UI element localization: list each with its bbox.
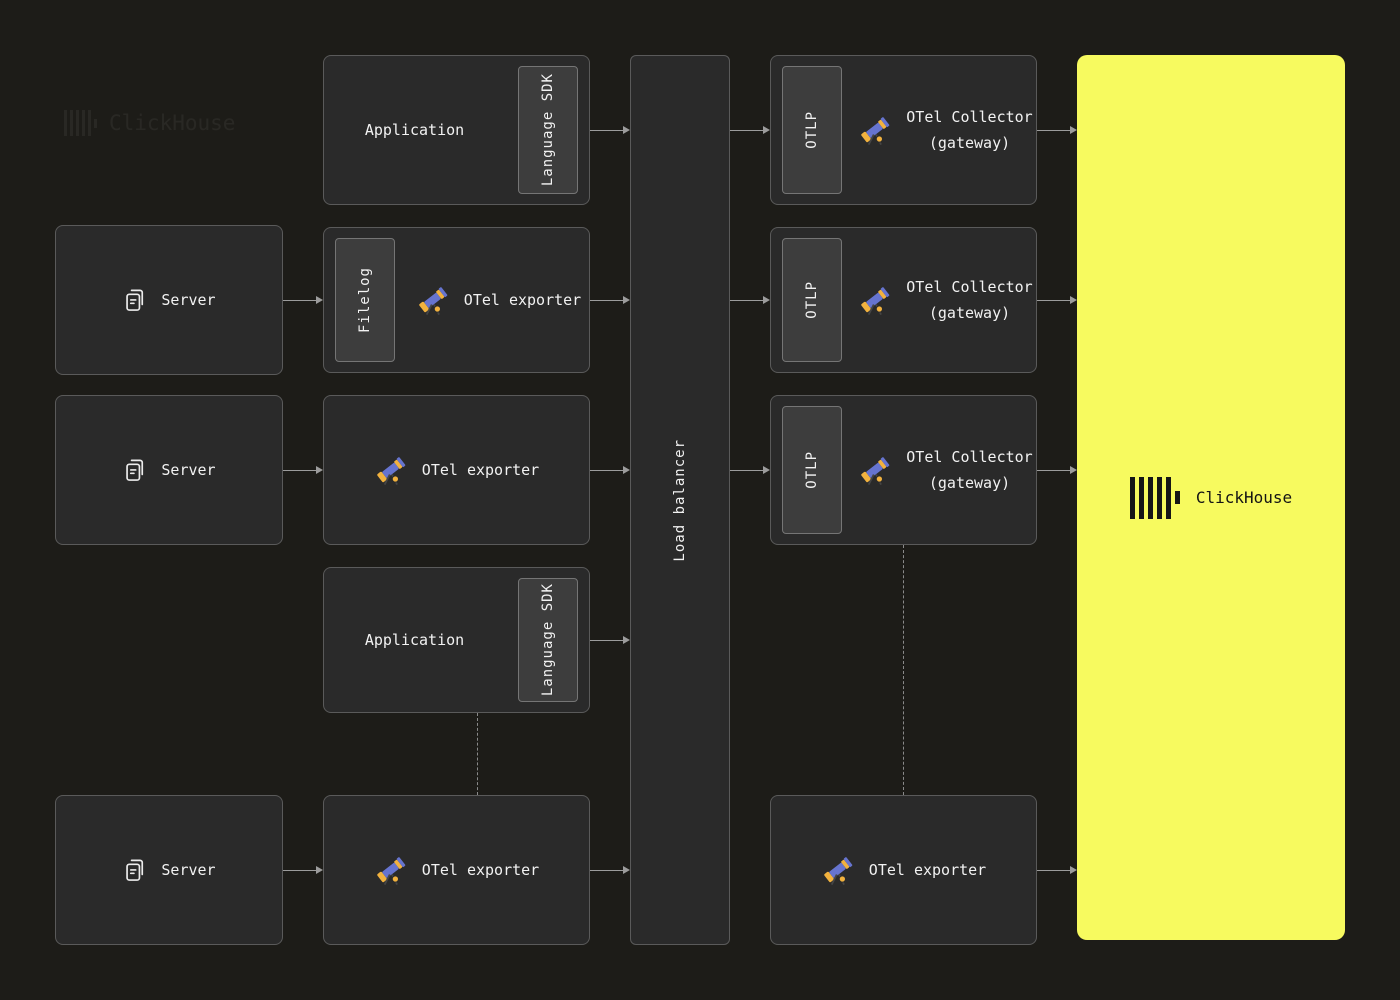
node-label: OTel Collector (gateway) <box>906 448 1033 492</box>
documents-icon <box>126 459 144 481</box>
node-otel-exporter-mid: OTel exporter <box>323 395 590 545</box>
language-sdk-badge: Language SDK <box>518 66 578 194</box>
badge-label: Language SDK <box>540 73 556 187</box>
language-sdk-badge: Language SDK <box>518 578 578 702</box>
telescope-icon <box>822 855 854 886</box>
node-label: Application <box>364 121 465 139</box>
arrow-lb-to-collector3 <box>730 466 770 474</box>
dashed-appbottom-to-exporter <box>477 713 478 795</box>
watermark-label: ClickHouse <box>109 111 236 135</box>
node-label: OTel Collector (gateway) <box>906 108 1033 152</box>
telescope-icon <box>375 855 407 886</box>
otlp-badge: OTLP <box>782 406 842 534</box>
telescope-icon <box>859 455 891 486</box>
node-otel-exporter-bottom-left: OTel exporter <box>323 795 590 945</box>
documents-icon <box>126 289 144 311</box>
badge-label: OTLP <box>804 111 820 149</box>
badge-label: OTLP <box>804 281 820 319</box>
dashed-collector3-to-exportergateway <box>903 545 904 795</box>
node-otel-collector-3: OTLP OTel Collector (gateway) <box>770 395 1037 545</box>
node-server-3: Server <box>55 795 283 945</box>
telescope-icon <box>417 285 449 316</box>
node-clickhouse: ClickHouse <box>1077 55 1345 940</box>
node-label: Load balancer <box>672 438 688 562</box>
node-server-2: Server <box>55 395 283 545</box>
node-application-bottom: Application Language SDK <box>323 567 590 713</box>
otlp-badge: OTLP <box>782 66 842 194</box>
node-otel-exporter-filelog: Filelog OTel exporter <box>323 227 590 373</box>
documents-icon <box>126 859 144 881</box>
badge-label: OTLP <box>804 451 820 489</box>
node-label: Application <box>364 631 465 649</box>
arrow-appbottom-to-lb <box>590 636 630 644</box>
filelog-badge: Filelog <box>335 238 395 362</box>
arrow-collector2-to-clickhouse <box>1037 296 1077 304</box>
node-server-1: Server <box>55 225 283 375</box>
arrow-server3-to-exporter <box>283 866 323 874</box>
arrow-server2-to-exporter <box>283 466 323 474</box>
node-label: OTel exporter <box>421 461 540 479</box>
watermark-logo: ClickHouse <box>64 110 235 136</box>
node-label: OTel exporter <box>421 861 540 879</box>
node-label: OTel exporter <box>868 861 987 879</box>
arrow-lb-to-collector2 <box>730 296 770 304</box>
node-label: Server <box>161 291 216 309</box>
badge-label: Filelog <box>357 266 373 333</box>
node-label: OTel Collector (gateway) <box>906 278 1033 322</box>
clickhouse-bars-icon <box>64 110 97 136</box>
node-label: Server <box>161 461 216 479</box>
arrow-lb-to-collector1 <box>730 126 770 134</box>
node-load-balancer: Load balancer <box>630 55 730 945</box>
node-otel-exporter-gateway: OTel exporter <box>770 795 1037 945</box>
arrow-exportermid-to-lb <box>590 466 630 474</box>
node-otel-collector-2: OTLP OTel Collector (gateway) <box>770 227 1037 373</box>
node-otel-collector-1: OTLP OTel Collector (gateway) <box>770 55 1037 205</box>
arrow-server1-to-exporter <box>283 296 323 304</box>
node-label: Server <box>161 861 216 879</box>
badge-label: Language SDK <box>540 583 556 697</box>
telescope-icon <box>859 115 891 146</box>
arrow-exportergateway-to-clickhouse <box>1037 866 1077 874</box>
node-application-top: Application Language SDK <box>323 55 590 205</box>
arrow-apptop-to-lb <box>590 126 630 134</box>
clickhouse-bars-icon <box>1129 476 1180 519</box>
arrow-collector3-to-clickhouse <box>1037 466 1077 474</box>
telescope-icon <box>375 455 407 486</box>
node-label: ClickHouse <box>1195 488 1293 507</box>
arrow-exporterbottom-to-lb <box>590 866 630 874</box>
arrow-collector1-to-clickhouse <box>1037 126 1077 134</box>
arrow-filelog-to-lb <box>590 296 630 304</box>
otlp-badge: OTLP <box>782 238 842 362</box>
telescope-icon <box>859 285 891 316</box>
node-label: OTel exporter <box>463 291 582 309</box>
